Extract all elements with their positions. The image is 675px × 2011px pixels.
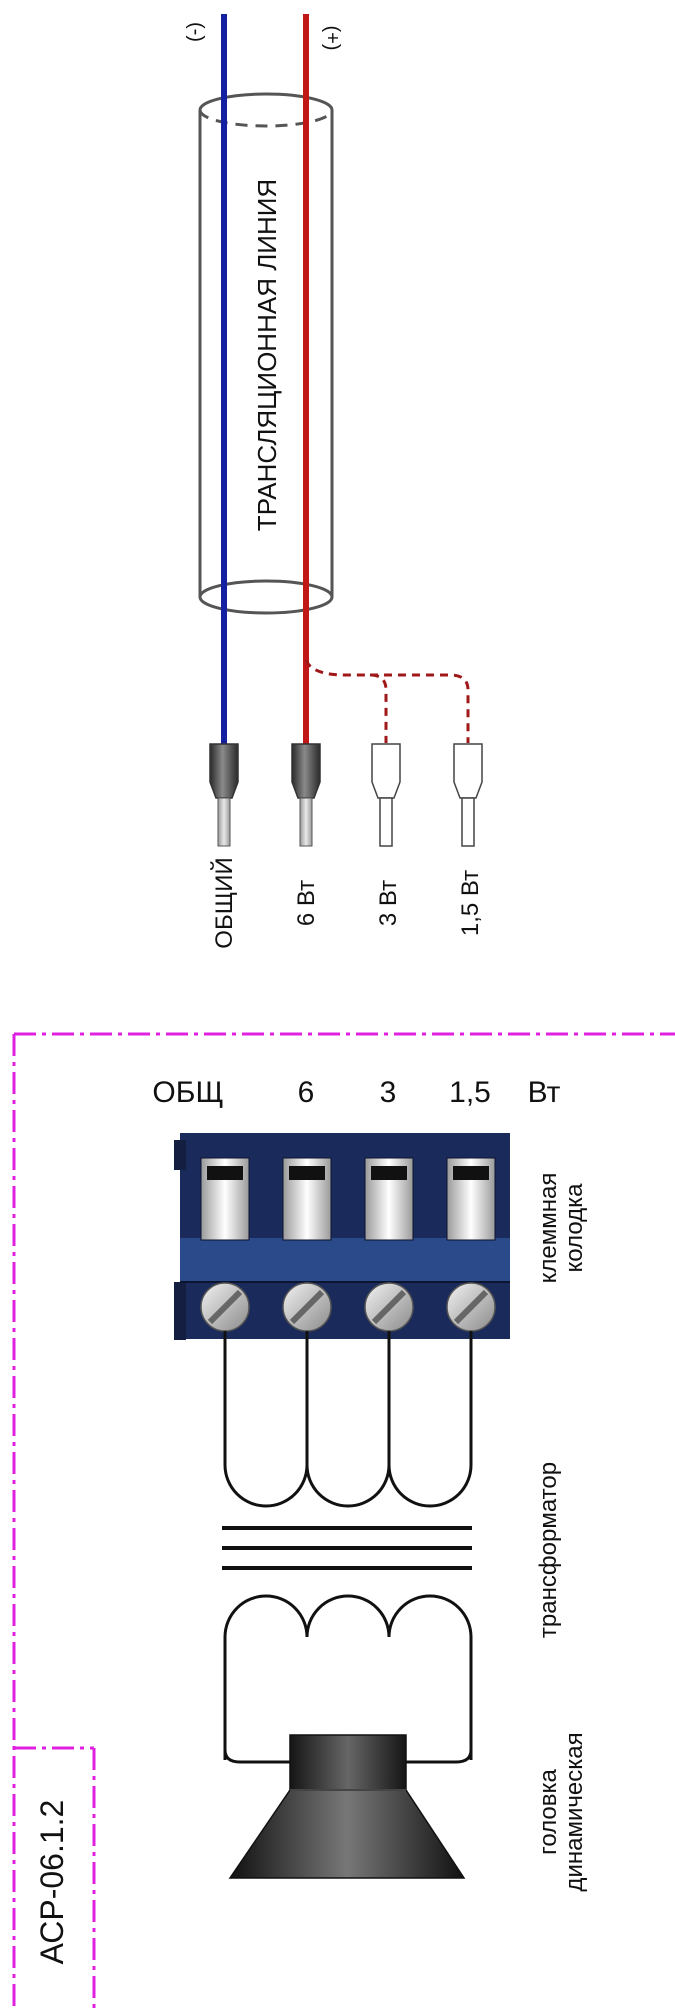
wire-label-3w: 3 Вт [375, 880, 402, 926]
model-label-box [14, 1746, 96, 2011]
transformer [222, 1331, 473, 1764]
screw-icon-common [200, 1282, 250, 1332]
terminal-block [174, 1133, 510, 1340]
ferrule-1-5w [453, 743, 483, 847]
terminal-block-label-line1: клеммная [535, 1173, 562, 1284]
transmission-cable [198, 92, 334, 615]
terminal-header-common: ОБЩ [152, 1076, 223, 1109]
speaker-label: головка динамическая [535, 1732, 588, 1891]
speaker-label-line2: динамическая [561, 1732, 588, 1891]
wire-label-1-5w: 1,5 Вт [457, 870, 484, 936]
wire-label-common: ОБЩИЙ [210, 857, 238, 948]
ferrule-6w [291, 743, 321, 847]
terminal-block-label: клеммная колодка [535, 1173, 588, 1284]
terminal-slot-common [200, 1157, 250, 1241]
speaker-label-line1: головка [535, 1768, 562, 1854]
tap-branch-3w [304, 659, 388, 743]
terminal-header-6: 6 [298, 1076, 315, 1109]
terminal-slot-1-5w [446, 1157, 496, 1241]
device-boundary [12, 1032, 675, 2011]
positive-polarity-label: (+) [321, 26, 343, 51]
speaker-icon [228, 1734, 466, 1879]
terminal-header-3: 3 [380, 1076, 397, 1109]
screw-icon-1-5w [446, 1282, 496, 1332]
ferrule-3w [371, 743, 401, 847]
cable-label: ТРАНСЛЯЦИОННАЯ ЛИНИЯ [252, 179, 282, 531]
terminal-header-unit: Вт [528, 1076, 561, 1109]
secondary-winding [223, 1594, 473, 1760]
negative-polarity-label: (-) [185, 22, 207, 42]
terminal-slot-3w [364, 1157, 414, 1241]
wire-label-6w: 6 Вт [293, 880, 320, 926]
screw-icon-6w [282, 1282, 332, 1332]
ferrule-common [209, 743, 239, 847]
terminal-header-1-5: 1,5 [449, 1076, 491, 1109]
screw-icon-3w [364, 1282, 414, 1332]
terminal-block-label-line2: колодка [561, 1183, 588, 1273]
primary-winding [223, 1331, 473, 1508]
transformer-label: трансформатор [535, 1462, 562, 1638]
terminal-slot-6w [282, 1157, 332, 1241]
model-label: АСР-06.1.2 [34, 1800, 70, 1965]
